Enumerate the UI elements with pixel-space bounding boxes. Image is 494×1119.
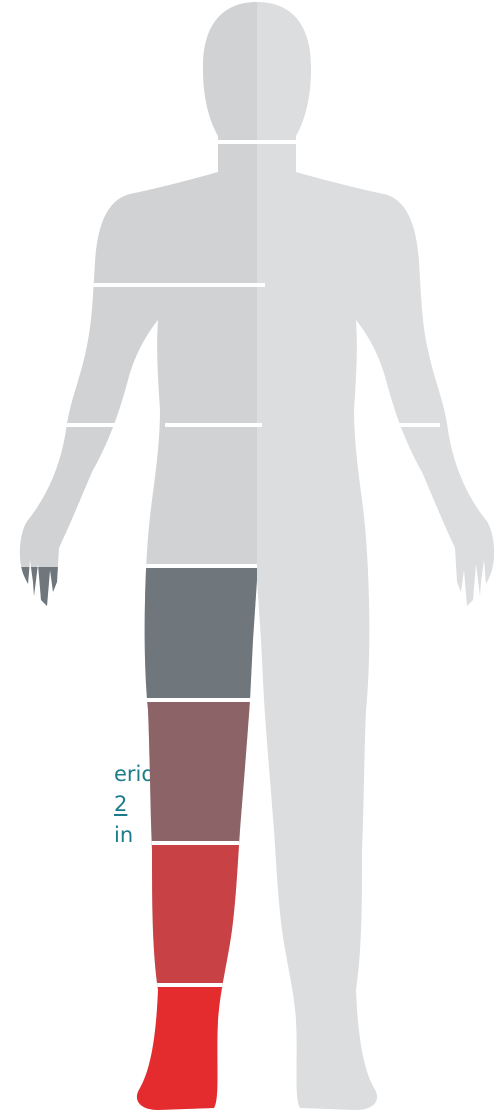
segment-knee xyxy=(0,700,257,842)
segment-lower-leg xyxy=(0,842,257,985)
segment-thigh xyxy=(0,567,257,700)
segment-foot xyxy=(0,985,257,1119)
body-right-half xyxy=(257,0,494,1119)
